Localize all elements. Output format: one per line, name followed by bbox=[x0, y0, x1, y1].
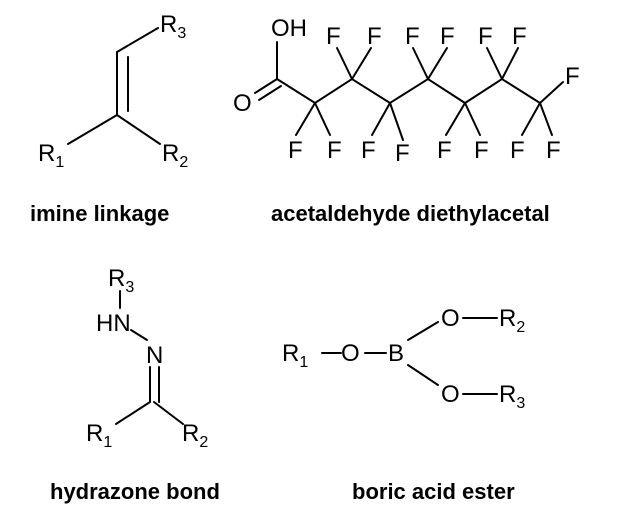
bond-b-o-lower bbox=[407, 364, 439, 386]
n-label: N bbox=[146, 342, 163, 369]
f-label: F bbox=[327, 137, 342, 164]
cf-bond bbox=[336, 47, 353, 80]
r3-label: R3 bbox=[499, 381, 525, 412]
oh-label: OH bbox=[271, 15, 307, 42]
cf-bond bbox=[389, 102, 404, 141]
r2-label: R2 bbox=[182, 420, 208, 451]
caption-hydrazone: hydrazone bond bbox=[50, 479, 220, 504]
cf-bond bbox=[295, 102, 316, 136]
f-label: F bbox=[395, 140, 410, 167]
cf-bond bbox=[464, 102, 481, 136]
r1-label: R1 bbox=[282, 340, 308, 371]
cf-bond bbox=[427, 47, 448, 80]
f-label: F bbox=[405, 23, 420, 50]
cf-bond bbox=[521, 102, 541, 136]
f-label: F bbox=[474, 137, 489, 164]
f-label: F bbox=[361, 137, 376, 164]
bond-c-r1 bbox=[115, 401, 151, 425]
cf-bond bbox=[371, 102, 391, 136]
f-label: F bbox=[326, 23, 341, 50]
cf-bond bbox=[539, 102, 553, 136]
bond-hn-n bbox=[130, 329, 148, 341]
cf-bond bbox=[445, 102, 466, 136]
imine-linkage-structure: R3 R1 R2 imine linkage bbox=[30, 11, 188, 226]
r1-label: R1 bbox=[86, 420, 112, 451]
cf-bond bbox=[314, 102, 331, 136]
r3-label: R3 bbox=[108, 265, 134, 296]
bond-c-o-double-2 bbox=[258, 85, 282, 101]
f-label: F bbox=[565, 63, 580, 90]
bond-r2 bbox=[116, 114, 161, 145]
hn-label: HN bbox=[96, 310, 131, 337]
o-label: O bbox=[233, 90, 252, 117]
f-label: F bbox=[512, 23, 527, 50]
o-label: O bbox=[441, 381, 460, 408]
bond-c-r2 bbox=[153, 401, 184, 425]
f-label: F bbox=[546, 137, 561, 164]
f-label: F bbox=[288, 137, 303, 164]
acetaldehyde-diethylacetal-structure: OH O F F F F F F F F F F F F F F F aceta… bbox=[233, 15, 580, 226]
carbon-chain bbox=[276, 77, 541, 105]
f-label: F bbox=[510, 137, 525, 164]
r2-label: R2 bbox=[499, 305, 525, 336]
r2-label: R2 bbox=[162, 140, 188, 171]
f-label: F bbox=[478, 23, 493, 50]
bond-r1 bbox=[67, 114, 118, 145]
caption-boric: boric acid ester bbox=[352, 479, 515, 504]
bond-r3 bbox=[116, 27, 159, 53]
bond-c-o-double-1 bbox=[254, 78, 278, 94]
cf-bond bbox=[412, 47, 429, 80]
cf-bond bbox=[486, 47, 503, 80]
r1-label: R1 bbox=[38, 140, 64, 171]
cf-bond bbox=[539, 81, 564, 104]
hydrazone-bond-structure: R3 HN N R1 R2 hydrazone bond bbox=[50, 265, 220, 504]
boric-acid-ester-structure: R1 O B O R2 O R3 boric acid ester bbox=[282, 305, 525, 504]
f-label: F bbox=[367, 23, 382, 50]
cf-bond bbox=[501, 47, 519, 80]
f-label: F bbox=[437, 137, 452, 164]
bond-b-o-upper bbox=[407, 321, 439, 341]
b-label: B bbox=[388, 340, 404, 367]
caption-imine: imine linkage bbox=[30, 201, 169, 226]
r3-label: R3 bbox=[160, 11, 186, 42]
caption-acetal: acetaldehyde diethylacetal bbox=[271, 201, 550, 226]
o-label: O bbox=[341, 340, 360, 367]
o-label: O bbox=[441, 305, 460, 332]
cf-bond bbox=[351, 47, 372, 80]
f-label: F bbox=[440, 23, 455, 50]
